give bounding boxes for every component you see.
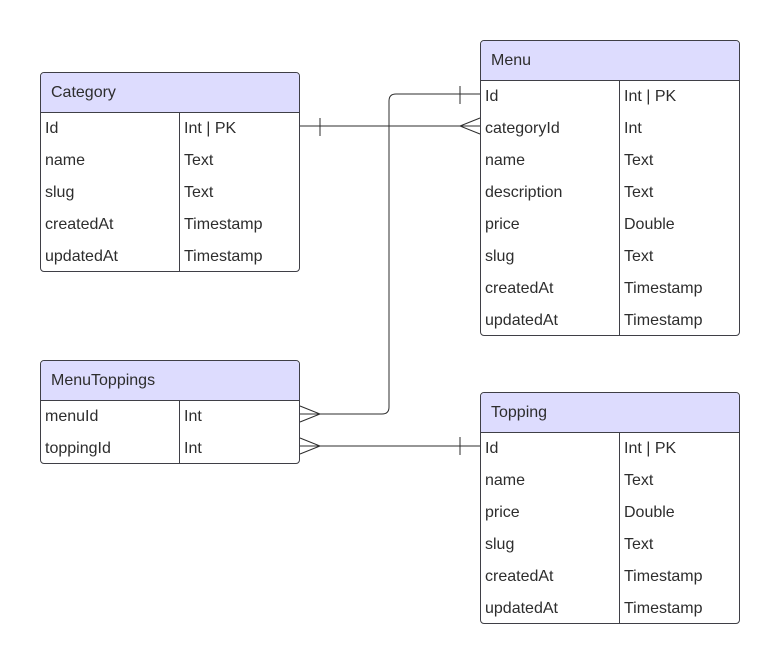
field-type: Text xyxy=(624,472,654,489)
field-name: createdAt xyxy=(481,273,620,305)
field-name: menuId xyxy=(41,401,180,433)
entity-title: MenuToppings xyxy=(41,361,299,401)
field-name: categoryId xyxy=(481,113,620,145)
field-type: Int xyxy=(184,440,202,457)
field-type: Text xyxy=(624,536,654,553)
field-type: Text xyxy=(624,248,654,265)
field-name: updatedAt xyxy=(481,305,620,335)
entity-title: Category xyxy=(41,73,299,113)
connector-menu-menutoppings xyxy=(299,86,480,423)
field-type: Int | PK xyxy=(624,440,677,457)
field-type: Int | PK xyxy=(624,88,677,105)
field-type: Text xyxy=(184,152,214,169)
field-type: Timestamp xyxy=(624,600,703,617)
field-name: slug xyxy=(41,177,180,209)
field-type: Text xyxy=(624,184,654,201)
field-name: Id xyxy=(481,433,620,465)
field-name: Id xyxy=(41,113,180,145)
field-type: Timestamp xyxy=(624,312,703,329)
field-type: Timestamp xyxy=(624,280,703,297)
field-name: createdAt xyxy=(41,209,180,241)
field-name: updatedAt xyxy=(41,241,180,271)
field-name: slug xyxy=(481,241,620,273)
field-type: Timestamp xyxy=(624,568,703,585)
field-name: price xyxy=(481,209,620,241)
entity-title: Menu xyxy=(481,41,739,81)
field-name: Id xyxy=(481,81,620,113)
field-name: price xyxy=(481,497,620,529)
field-name: name xyxy=(41,145,180,177)
field-type: Timestamp xyxy=(184,216,263,233)
field-name: createdAt xyxy=(481,561,620,593)
connector-category-menu xyxy=(300,117,481,136)
field-type: Double xyxy=(624,216,675,233)
connector-topping-menutoppings xyxy=(299,437,480,455)
field-name: updatedAt xyxy=(481,593,620,623)
field-type: Double xyxy=(624,504,675,521)
field-type: Int xyxy=(184,408,202,425)
field-name: toppingId xyxy=(41,433,180,463)
field-name: name xyxy=(481,145,620,177)
field-name: name xyxy=(481,465,620,497)
field-type: Timestamp xyxy=(184,248,263,265)
field-name: description xyxy=(481,177,620,209)
field-type: Text xyxy=(624,152,654,169)
field-type: Int xyxy=(624,120,642,137)
entity-title: Topping xyxy=(481,393,739,433)
field-name: slug xyxy=(481,529,620,561)
field-type: Int | PK xyxy=(184,120,237,137)
field-type: Text xyxy=(184,184,214,201)
